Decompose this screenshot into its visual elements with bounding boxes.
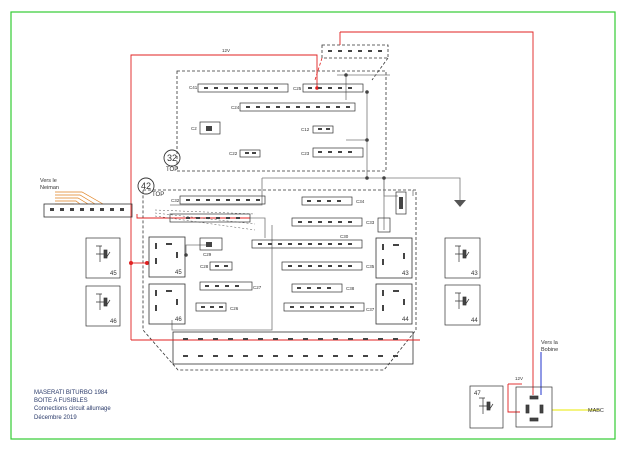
caption-description: Connections circuit allumage xyxy=(34,406,111,413)
label-c33: C33 xyxy=(366,220,375,225)
label-c23: C23 xyxy=(301,151,310,156)
label-c37: C37 xyxy=(366,307,375,312)
label-c26: C26 xyxy=(230,306,239,311)
connector-c37 xyxy=(283,302,365,312)
connector-c29 xyxy=(199,237,223,251)
relay-46-board-number: 46 xyxy=(175,317,182,323)
label-c24: C24 xyxy=(231,105,240,110)
relay-46-detail: 46 xyxy=(85,285,121,327)
wire-top-red xyxy=(340,31,534,395)
caption-model: MASERATI BITURBO 1984 xyxy=(34,390,108,396)
relay-47-detail: 47 xyxy=(469,385,504,429)
relay-43-number: 43 xyxy=(471,271,478,277)
connector-c23 xyxy=(312,147,364,158)
label-c30: C30 xyxy=(340,234,349,239)
label-c2: C2 xyxy=(191,126,197,131)
mabc-label: MABC xyxy=(588,408,604,414)
bottom-connector-pins xyxy=(183,338,398,357)
relay-details: 45 46 43 44 47 xyxy=(85,237,553,429)
relay-43-board-number: 43 xyxy=(402,271,409,277)
relay-45-board xyxy=(148,236,186,278)
diagram-caption: MASERATI BITURBO 1984 BOITE A FUSIBLES C… xyxy=(34,389,111,422)
relay-46-board xyxy=(148,283,186,325)
connector-c12 xyxy=(312,125,334,134)
relay-43-detail: 43 xyxy=(444,237,481,279)
connector-c35 xyxy=(281,261,363,271)
board-number-upper: 32 xyxy=(167,153,177,163)
caption-date: Décembre 2019 xyxy=(34,414,77,421)
lower-fuse-board: 42 TOP xyxy=(137,177,417,371)
connector-c34 xyxy=(301,196,353,206)
label-c25: C25 xyxy=(293,86,302,91)
connector-c38 xyxy=(291,283,343,293)
board-top-label-lower: TOP xyxy=(152,192,164,198)
label-c29: C29 xyxy=(203,252,212,257)
caption-subtitle: BOITE A FUSIBLES xyxy=(34,398,88,405)
connector-c30 xyxy=(251,239,363,249)
board-badge-lower xyxy=(137,177,155,195)
label-c28: C28 xyxy=(200,264,209,269)
relay-45-board-number: 45 xyxy=(175,270,182,276)
wires xyxy=(55,31,600,413)
connector-c26 xyxy=(195,302,227,312)
connector-c41 xyxy=(197,83,289,93)
relay-45-number: 45 xyxy=(110,271,117,277)
bobine-label-2: Bobine xyxy=(541,347,558,353)
voltage-label-coil: 12V xyxy=(515,376,523,381)
neiman-connector xyxy=(43,203,133,218)
wire-12v-main xyxy=(130,54,318,340)
relay-47-number: 47 xyxy=(474,391,481,397)
board-number-lower: 42 xyxy=(141,181,151,191)
junctions xyxy=(129,73,386,265)
relay-43-board xyxy=(375,237,413,279)
label-c35: C35 xyxy=(366,264,375,269)
relay-44-board xyxy=(375,283,413,325)
label-c34: C34 xyxy=(356,199,365,204)
page-border xyxy=(10,11,616,440)
connector-c31 xyxy=(377,217,391,233)
neiman-label-1: Vers le xyxy=(40,178,57,184)
connector-c32 xyxy=(179,195,266,205)
neiman-label-2: Neiman xyxy=(40,185,59,191)
connector-c24 xyxy=(239,102,356,112)
connector-c33 xyxy=(291,217,363,227)
voltage-label-top: 12V xyxy=(222,48,230,53)
label-c38: C38 xyxy=(346,286,355,291)
fuse-holder xyxy=(395,191,407,215)
label-c41: C41 xyxy=(189,85,198,90)
bobine-label-1: Vers la xyxy=(541,340,559,346)
ground-icon xyxy=(454,200,466,207)
connector-c27 xyxy=(199,281,253,291)
connector-c32-b xyxy=(169,213,251,223)
relay-46-number: 46 xyxy=(110,319,117,325)
wire-coil-12v xyxy=(507,384,520,413)
board-top-label-upper: TOP xyxy=(166,167,178,173)
label-c12: C12 xyxy=(301,127,310,132)
label-c32: C32 xyxy=(171,198,180,203)
connectors: C41 C25 C24 C2 C12 C22 C23 C32 C34 xyxy=(169,83,407,357)
connector-c2 xyxy=(199,121,221,135)
board-badge-upper xyxy=(163,149,181,167)
connector-c28 xyxy=(209,261,233,271)
relay-45-detail: 45 xyxy=(85,237,121,279)
label-c27: C27 xyxy=(253,285,262,290)
wire-neiman-red xyxy=(136,214,250,219)
connector-c22 xyxy=(239,149,261,158)
label-c22: C22 xyxy=(229,151,238,156)
relay-44-board-number: 44 xyxy=(402,317,409,323)
board-relays: 45 46 43 44 xyxy=(148,236,413,325)
connector-c25 xyxy=(302,83,364,93)
relay-44-number: 44 xyxy=(471,318,478,324)
coil-relay xyxy=(515,386,553,428)
wire-ground xyxy=(366,92,461,200)
relay-44-detail: 44 xyxy=(444,284,481,326)
upper-fuse-board: 32 TOP xyxy=(163,44,389,173)
